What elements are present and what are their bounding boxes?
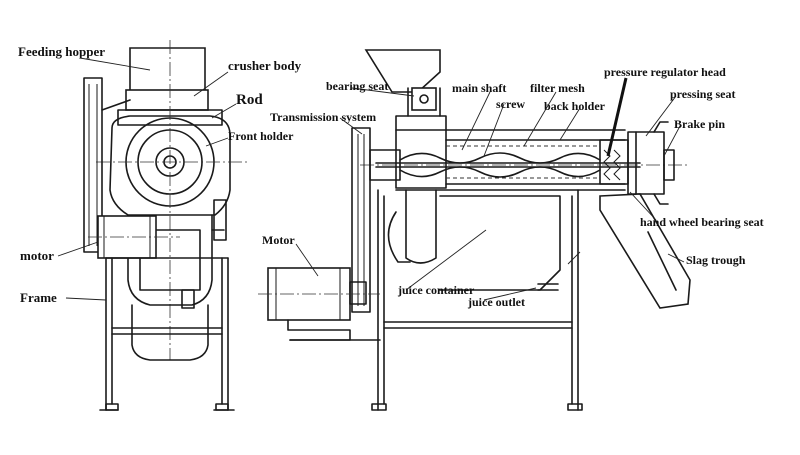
brake-pin-shape	[663, 149, 675, 181]
right-hopper-shape	[364, 49, 441, 93]
juice-container-shape	[439, 195, 561, 291]
feeding-hopper-shape	[129, 47, 206, 93]
label-motor-left: motor	[20, 248, 54, 263]
label-screw: screw	[496, 97, 525, 111]
crusher-body-shape	[125, 89, 209, 111]
label-juice-outlet: juice outlet	[467, 295, 525, 309]
slag-trough-shape	[599, 193, 691, 309]
label-filter-mesh: filter mesh	[530, 81, 585, 95]
label-frame: Frame	[20, 290, 57, 305]
label-crusher-body: crusher body	[228, 58, 302, 73]
label-feeding-hopper: Feeding hopper	[18, 44, 105, 59]
label-pressing-seat: pressing seat	[670, 87, 735, 101]
label-motor-right: Motor	[262, 233, 295, 247]
leader-lines	[57, 57, 685, 301]
transmission-system-shape	[351, 127, 371, 313]
label-front-holder: Front holder	[228, 129, 294, 143]
bearing-seat-shape	[411, 87, 437, 111]
label-back-holder: back holder	[544, 99, 606, 113]
label-pressure-regulator-head: pressure regulator head	[604, 65, 726, 79]
labels: Feeding hopper crusher body Rod Front ho…	[18, 44, 764, 309]
label-rod: Rod	[236, 92, 263, 108]
screw-shape	[399, 152, 601, 164]
right-side-view	[258, 49, 691, 411]
label-slag-trough: Slag trough	[686, 253, 746, 267]
label-main-shaft: main shaft	[452, 81, 506, 95]
belt-cover-left	[83, 77, 103, 253]
label-bearing-seat: bearing seat	[326, 79, 388, 93]
label-hand-wheel-bearing-seat: hand wheel bearing seat	[640, 215, 764, 229]
left-end-view	[83, 40, 250, 411]
label-transmission-system: Transmission system	[270, 110, 376, 124]
label-juice-container: juice container	[397, 283, 475, 297]
label-brake-pin: Brake pin	[674, 117, 725, 131]
front-holder-shape	[109, 115, 231, 216]
